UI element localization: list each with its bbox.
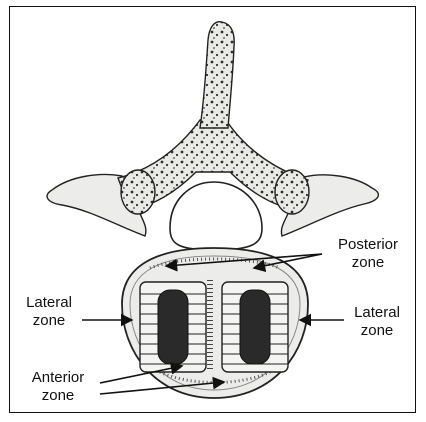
label-lateral-zone-right: Lateral zone (342, 304, 412, 340)
label-anterior-zone: Anterior zone (18, 369, 98, 405)
interbody-cage-right (222, 282, 288, 372)
label-posterior-zone: Posterior zone (328, 236, 408, 272)
interbody-cage-left (140, 282, 206, 372)
label-lateral-zone-left: Lateral zone (14, 294, 84, 330)
spinal-canal (170, 182, 262, 250)
spinous-process (200, 22, 234, 128)
left-facet (121, 170, 155, 214)
right-facet (275, 170, 309, 214)
